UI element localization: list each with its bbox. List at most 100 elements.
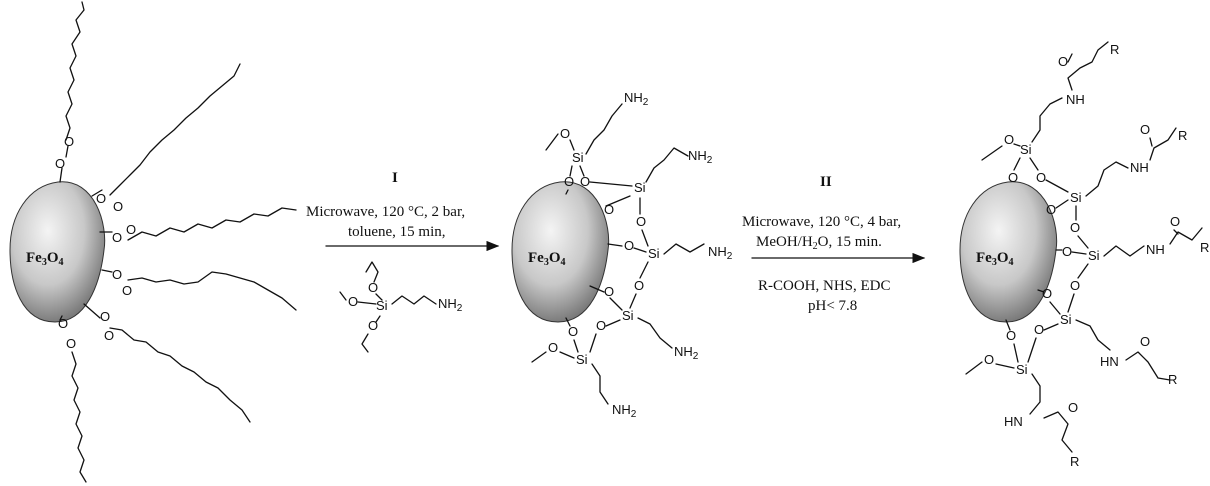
bond-line [545, 133, 559, 151]
step-1-line1: Microwave, 120 °C, 2 bar, [306, 204, 465, 220]
bond-line [1169, 227, 1203, 245]
particle-3-label: Fe3O4 [976, 250, 1014, 268]
bond-line [1029, 157, 1039, 171]
bond-line [531, 351, 547, 363]
o-atom: O [96, 191, 106, 206]
bond-line [71, 351, 87, 483]
hn-group: HN [1004, 414, 1023, 429]
o-atom: O [1062, 244, 1072, 259]
o-atom: O [560, 126, 570, 141]
o-atom: O [604, 202, 614, 217]
nh-group: NH [1146, 242, 1165, 257]
bond-line [1149, 137, 1153, 147]
bond-line [663, 243, 705, 255]
bond-line [589, 333, 597, 353]
o-atom: O [55, 156, 65, 171]
o-atom: O [348, 294, 358, 309]
o-atom: O [634, 278, 644, 293]
bond-line [995, 363, 1015, 369]
bond-line [1049, 301, 1061, 315]
bond-line [605, 319, 621, 327]
step-1: I Microwave, 120 °C, 2 bar, toluene, 15 … [306, 170, 500, 353]
bond-line [641, 229, 649, 247]
o-atom: O [1008, 170, 1018, 185]
bond-line [633, 247, 647, 253]
bond-line [637, 317, 673, 349]
bond-line [1013, 157, 1021, 171]
bond-line [65, 145, 69, 158]
si-atom: Si [622, 308, 634, 323]
step-2-line3: R-COOH, NHS, EDC [758, 278, 891, 294]
hn-group: HN [1100, 354, 1119, 369]
si-atom: Si [634, 180, 646, 195]
bond-line [109, 327, 251, 423]
aptes-reagent: O O Si O NH2 [339, 261, 463, 353]
bond-line [965, 361, 983, 375]
particle-oleate: Fe3O4 O O O O O O O O O O O O [9, 1, 297, 483]
bond-line [365, 261, 379, 283]
si-atom: Si [576, 352, 588, 367]
bond-line [589, 181, 633, 187]
o-atom: O [1068, 400, 1078, 415]
bond-line [375, 293, 383, 301]
bond-line [1125, 351, 1171, 381]
step-2-line1: Microwave, 120 °C, 4 bar, [742, 214, 901, 230]
o-atom: O [66, 336, 76, 351]
particle-1-label: Fe3O4 [26, 250, 64, 268]
bond-line [65, 1, 85, 141]
o-atom: O [112, 230, 122, 245]
si-atom: Si [1070, 190, 1082, 205]
bond-line [1037, 289, 1045, 293]
nanoparticle-1 [9, 181, 106, 323]
bond-line [569, 139, 575, 151]
bond-line [101, 269, 113, 273]
bond-line [1077, 263, 1089, 279]
bond-line [361, 333, 369, 353]
o-atom: O [548, 340, 558, 355]
bond-line [1043, 323, 1059, 331]
bond-line [1075, 319, 1111, 351]
o-atom: O [624, 238, 634, 253]
o-atom: O [112, 267, 122, 282]
bond-line [591, 363, 609, 405]
step-2: II Microwave, 120 °C, 4 bar, MeOH/H2O, 1… [742, 174, 926, 314]
bond-line [981, 145, 1003, 161]
particle-2-label: Fe3O4 [528, 250, 566, 268]
si-atom: Si [1060, 312, 1072, 327]
bond-line [357, 301, 377, 305]
o-atom: O [1070, 278, 1080, 293]
nanoparticle-3 [959, 181, 1058, 323]
o-atom: O [126, 222, 136, 237]
o-atom: O [1070, 220, 1080, 235]
r-group: R [1110, 42, 1119, 57]
o-atom: O [1034, 322, 1044, 337]
bond-line [339, 291, 347, 301]
o-atom: O [580, 174, 590, 189]
bond-line [375, 315, 381, 323]
bond-line [607, 243, 623, 247]
o-atom: O [564, 174, 574, 189]
o-atom: O [122, 283, 132, 298]
bond-line [559, 351, 575, 359]
bond-line [1045, 179, 1069, 193]
step-1-numeral: I [392, 170, 398, 186]
si-atom: Si [1020, 142, 1032, 157]
bond-line [1149, 127, 1177, 161]
nanoparticle-2 [511, 181, 610, 323]
o-atom: O [1036, 170, 1046, 185]
bond-line [639, 261, 649, 279]
bond-line [59, 167, 63, 183]
bond-line [1055, 199, 1069, 209]
bond-line [59, 315, 63, 321]
bond-line [565, 189, 569, 195]
bond-line [1031, 97, 1063, 143]
bond-line [609, 297, 623, 311]
o-atom: O [1046, 202, 1056, 217]
particle-amide: Fe3O4 Si O O O NH O R Si O NH O R O Si O [959, 41, 1209, 469]
o-atom: O [984, 352, 994, 367]
bond-line [127, 271, 297, 311]
o-atom: O [1006, 328, 1016, 343]
bond-line [585, 103, 623, 155]
bond-line [391, 295, 437, 305]
bond-line [605, 195, 631, 207]
